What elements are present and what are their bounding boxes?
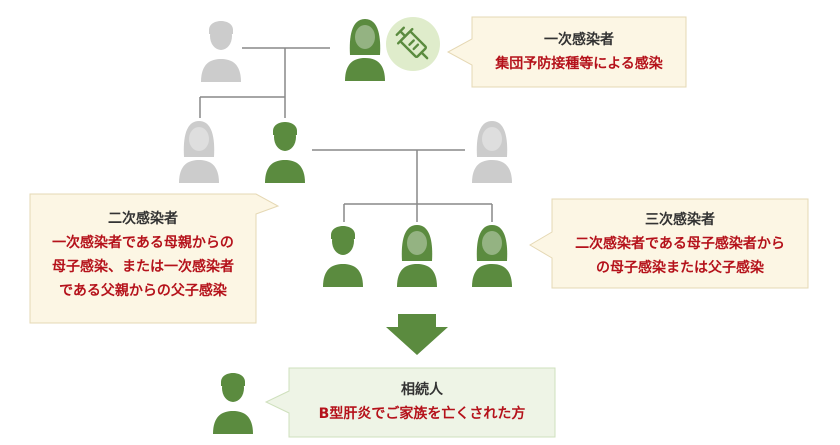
tertiary-description-line: 二次感染者である母子感染者から	[575, 236, 785, 252]
secondary-description-line: 一次感染者である母親からの	[52, 235, 234, 251]
grandfather-figure	[201, 21, 241, 82]
tertiary-description-line: の母子感染または父子感染	[596, 260, 764, 276]
heir-title: 相続人	[401, 382, 443, 398]
tertiary-callout-box	[529, 198, 809, 289]
heir-callout-box	[264, 367, 556, 438]
heir-label: 相続人 B型肝炎でご家族を亡くされた方	[289, 378, 555, 426]
tertiary-carrier-daughter-figure	[397, 225, 437, 287]
tertiary-carrier-son-figure	[323, 226, 363, 287]
heir-description: B型肝炎でご家族を亡くされた方	[318, 406, 526, 422]
spouse-figure	[472, 121, 512, 183]
primary-description: 集団予防接種等による感染	[495, 56, 663, 72]
tertiary-title: 三次感染者	[645, 212, 715, 228]
primary-carrier-figure	[345, 19, 385, 81]
secondary-description-line: である父親からの父子感染	[59, 283, 227, 299]
tertiary-carrier-daughter2-figure	[472, 225, 512, 287]
connector-lines	[199, 47, 493, 222]
secondary-description-line: 母子感染、または一次感染者	[52, 259, 234, 275]
primary-label: 一次感染者 集団予防接種等による感染	[472, 28, 686, 76]
syringe-icon	[386, 17, 440, 71]
secondary-callout-box	[29, 193, 280, 324]
secondary-label: 二次感染者 一次感染者である母親からの 母子感染、または一次感染者 である父親か…	[30, 207, 256, 303]
aunt-figure	[179, 121, 219, 183]
down-arrow	[386, 314, 448, 355]
primary-title: 一次感染者	[544, 32, 614, 48]
secondary-title: 二次感染者	[108, 211, 178, 227]
heir-figure	[213, 373, 253, 434]
secondary-carrier-figure	[265, 122, 305, 183]
tertiary-label: 三次感染者 二次感染者である母子感染者から の母子感染または父子感染	[552, 208, 808, 280]
primary-callout-box	[446, 16, 687, 88]
